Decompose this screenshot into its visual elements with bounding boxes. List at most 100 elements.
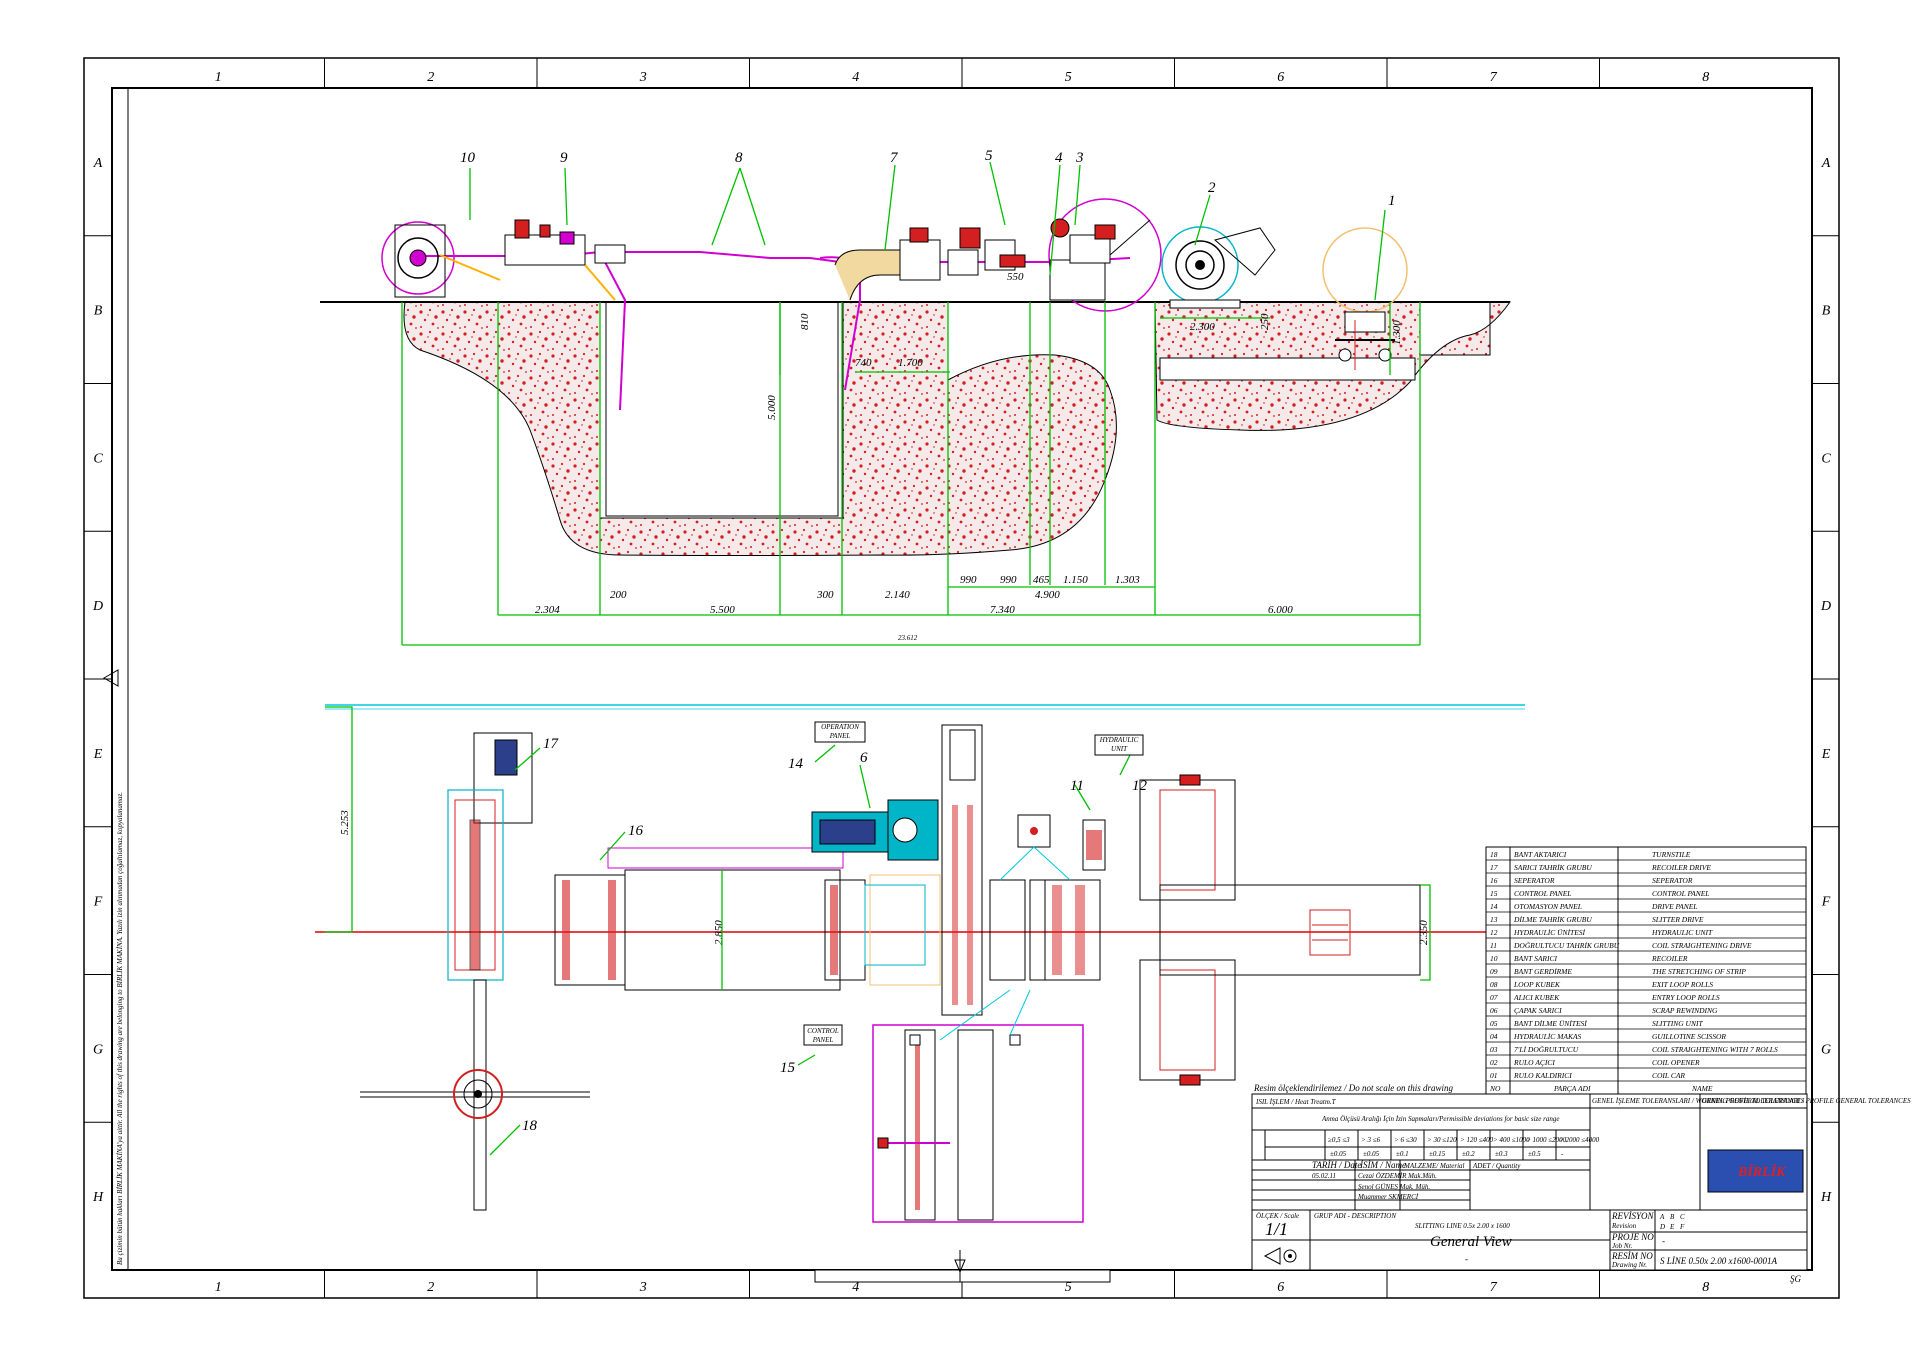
tolerance-value: ±0.5 bbox=[1528, 1150, 1541, 1158]
parts-no: 13 bbox=[1490, 915, 1498, 924]
stretching-unit bbox=[504, 219, 626, 301]
grid-column-5-bottom: 5 bbox=[1065, 1280, 1072, 1295]
tolerance-grid: ≥0,5 ≤3±0.05> 3 ≤6±0.05> 6 ≤30±0.1> 30 ≤… bbox=[1265, 1130, 1600, 1160]
grid-column-2-bottom: 2 bbox=[427, 1280, 434, 1295]
operation-panel-label-2: PANEL bbox=[829, 732, 851, 740]
callout-1: 1 bbox=[1388, 193, 1396, 209]
grid-row-E-right: E bbox=[1821, 747, 1831, 762]
callout-4: 4 bbox=[1055, 150, 1063, 166]
parts-name-tr: BANT GERDİRME bbox=[1514, 967, 1572, 976]
parts-name-en: DRIVE PANEL bbox=[1651, 902, 1697, 911]
slitter-unit-plan bbox=[941, 724, 1101, 1016]
project-label: PROJE NO bbox=[1611, 1232, 1654, 1242]
tolerance-range: > 30 ≤120 bbox=[1427, 1136, 1457, 1144]
tolerance-range: ≥0,5 ≤3 bbox=[1328, 1136, 1350, 1144]
date-label: TARİH / Date bbox=[1312, 1160, 1361, 1170]
parts-no: 08 bbox=[1490, 980, 1498, 989]
slitting-unit-group bbox=[834, 227, 1026, 301]
date-value: 05.02.11 bbox=[1312, 1172, 1336, 1180]
grid-column-5-top: 5 bbox=[1065, 70, 1072, 85]
dim-4900: 4.900 bbox=[1035, 589, 1060, 601]
control-panel-box: CONTROL PANEL bbox=[803, 1024, 843, 1046]
grid-column-8-bottom: 8 bbox=[1702, 1280, 1709, 1295]
parts-name-en: TURNSTILE bbox=[1652, 850, 1691, 859]
parts-name-en: COIL STRAIGHTENING DRIVE bbox=[1652, 941, 1752, 950]
side-copyright-note: Bu çizimin bütün hakları BİRLİK MAKİNA'y… bbox=[116, 792, 124, 1265]
revision-d: D bbox=[1659, 1223, 1665, 1231]
coil-opener bbox=[1161, 226, 1276, 309]
grid-column-1-bottom: 1 bbox=[215, 1280, 222, 1295]
general-tol-2: GENEL PROFİL TOLERANSLARI / PROFILE GENE… bbox=[1702, 1097, 1911, 1105]
grid-column-8-top: 8 bbox=[1702, 70, 1709, 85]
parts-no: 04 bbox=[1490, 1032, 1498, 1041]
tolerance-range: > 120 ≤400 bbox=[1460, 1136, 1494, 1144]
tolerance-value: ±0.3 bbox=[1495, 1150, 1508, 1158]
parts-name-tr: LOOP KUBEK bbox=[1513, 980, 1561, 989]
dim-465: 465 bbox=[1033, 574, 1050, 586]
parts-no: 09 bbox=[1490, 967, 1498, 976]
grid-column-2-top: 2 bbox=[427, 70, 434, 85]
callout-12: 12 bbox=[1132, 778, 1148, 794]
parts-name-en: EXIT LOOP ROLLS bbox=[1651, 980, 1713, 989]
grid-row-E-left: E bbox=[93, 747, 103, 762]
grid-row-C-left: C bbox=[93, 451, 103, 466]
callout-10: 10 bbox=[460, 150, 476, 166]
callout-7: 7 bbox=[890, 150, 899, 166]
grid-row-G-right: G bbox=[1821, 1042, 1831, 1057]
grid-column-7-top: 7 bbox=[1490, 70, 1498, 85]
callout-16: 16 bbox=[628, 823, 644, 839]
parts-name-en: SLITTING UNIT bbox=[1652, 1019, 1703, 1028]
dim-1700: 1.700 bbox=[898, 357, 923, 369]
callout-14: 14 bbox=[788, 756, 804, 772]
straightener-group bbox=[1048, 198, 1162, 312]
exit-loop-strip bbox=[604, 261, 627, 411]
parts-name-en: COIL CAR bbox=[1652, 1071, 1685, 1080]
parts-name-en: SEPERATOR bbox=[1652, 876, 1693, 885]
parts-name-en: GUILLOTINE SCISSOR bbox=[1652, 1032, 1726, 1041]
description-title: General View bbox=[1430, 1234, 1512, 1250]
plan-view bbox=[315, 706, 1520, 1223]
callout-leaders-top bbox=[469, 161, 1386, 301]
parts-name-tr: OTOMASYON PANEL bbox=[1514, 902, 1582, 911]
name-label: İSİM / Name bbox=[1359, 1160, 1406, 1170]
tolerance-caption: Anma Ölçüsü Aralığı İçin İzin Sapmaları/… bbox=[1321, 1115, 1559, 1123]
section-marker-left bbox=[102, 669, 119, 687]
elevation-view bbox=[320, 198, 1511, 646]
drawing-value: S LİNE 0.50x 2.00 x1600-0001A bbox=[1660, 1256, 1777, 1266]
dim-740: 740 bbox=[855, 357, 872, 369]
revision-e: E bbox=[1669, 1223, 1675, 1231]
coil-car bbox=[1322, 227, 1408, 370]
parts-no: 07 bbox=[1490, 993, 1498, 1002]
separator bbox=[554, 847, 866, 991]
parts-name-tr: 7'Lİ DOĞRULTUCU bbox=[1514, 1044, 1579, 1054]
grid-column-3-bottom: 3 bbox=[639, 1280, 647, 1295]
project-en: Job Nr. bbox=[1612, 1242, 1632, 1250]
parts-name-tr: HYDRAULİC ÜNİTESİ bbox=[1513, 928, 1586, 937]
parts-no: 14 bbox=[1490, 902, 1498, 911]
grid-row-A-left: A bbox=[93, 156, 103, 171]
tolerance-value: ±0.2 bbox=[1462, 1150, 1475, 1158]
parts-name-en: CONTROL PANEL bbox=[1652, 889, 1709, 898]
parts-header-en: NAME bbox=[1691, 1084, 1713, 1093]
drawer-initials: ŞG bbox=[1790, 1274, 1802, 1284]
project-value: - bbox=[1662, 1236, 1665, 1246]
parts-no: 03 bbox=[1490, 1045, 1498, 1054]
parts-no: 17 bbox=[1490, 863, 1498, 872]
parts-no: 15 bbox=[1490, 889, 1498, 898]
revision-en: Revision bbox=[1611, 1222, 1637, 1230]
grid-row-D-right: D bbox=[1820, 599, 1831, 614]
elevation-callouts: 1 2 3 4 5 7 8 9 10 bbox=[460, 148, 1396, 209]
parts-name-en: HYDRAULIC UNIT bbox=[1651, 928, 1713, 937]
grid-column-4-top: 4 bbox=[852, 70, 859, 85]
dim-1150: 1.150 bbox=[1063, 574, 1088, 586]
scale-note: Resim ölçeklendirilemez / Do not scale o… bbox=[1253, 1083, 1453, 1093]
dim-2350: 2.350 bbox=[1418, 920, 1430, 945]
plan-callouts: 17 16 6 14 11 12 15 18 bbox=[522, 736, 1148, 1134]
grid-row-A-right: A bbox=[1821, 156, 1831, 171]
grid-row-H-right: H bbox=[1820, 1190, 1832, 1205]
callout-5: 5 bbox=[985, 148, 993, 164]
parts-name-en: RECOILER DRIVE bbox=[1651, 863, 1711, 872]
tolerance-value: ±0.05 bbox=[1330, 1150, 1347, 1158]
